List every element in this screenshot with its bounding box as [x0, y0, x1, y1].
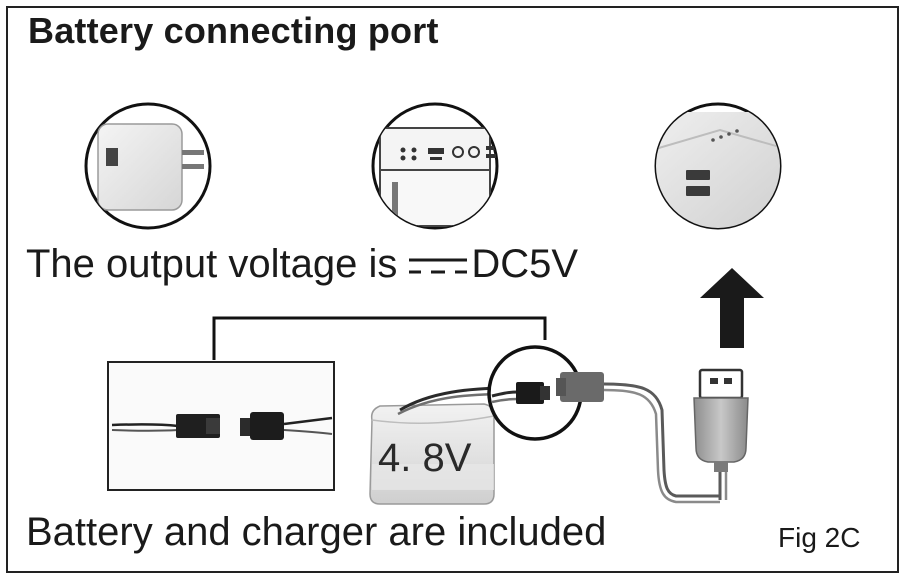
dc-symbol-icon — [409, 258, 468, 274]
sm-connector-icon — [487, 345, 583, 441]
connector-inset-photo — [107, 361, 335, 491]
up-arrow-icon — [700, 268, 764, 348]
charger-cable — [556, 372, 728, 504]
usb-plug-icon — [693, 368, 749, 472]
connector-bracket — [212, 316, 547, 360]
battery-voltage-label: 4. 8V — [378, 436, 472, 480]
page-title: Battery connecting port — [28, 10, 439, 51]
output-voltage-value: DC5V — [471, 242, 579, 286]
included-caption: Battery and charger are included — [26, 510, 607, 554]
computer-usb-port-icon — [371, 102, 499, 230]
power-bank-icon — [654, 102, 782, 230]
output-voltage-text: The output voltage is DC5V — [26, 242, 578, 287]
output-voltage-prefix: The output voltage is — [26, 242, 398, 286]
figure-label: Fig 2C — [778, 522, 861, 553]
wall-adapter-icon — [84, 102, 212, 230]
